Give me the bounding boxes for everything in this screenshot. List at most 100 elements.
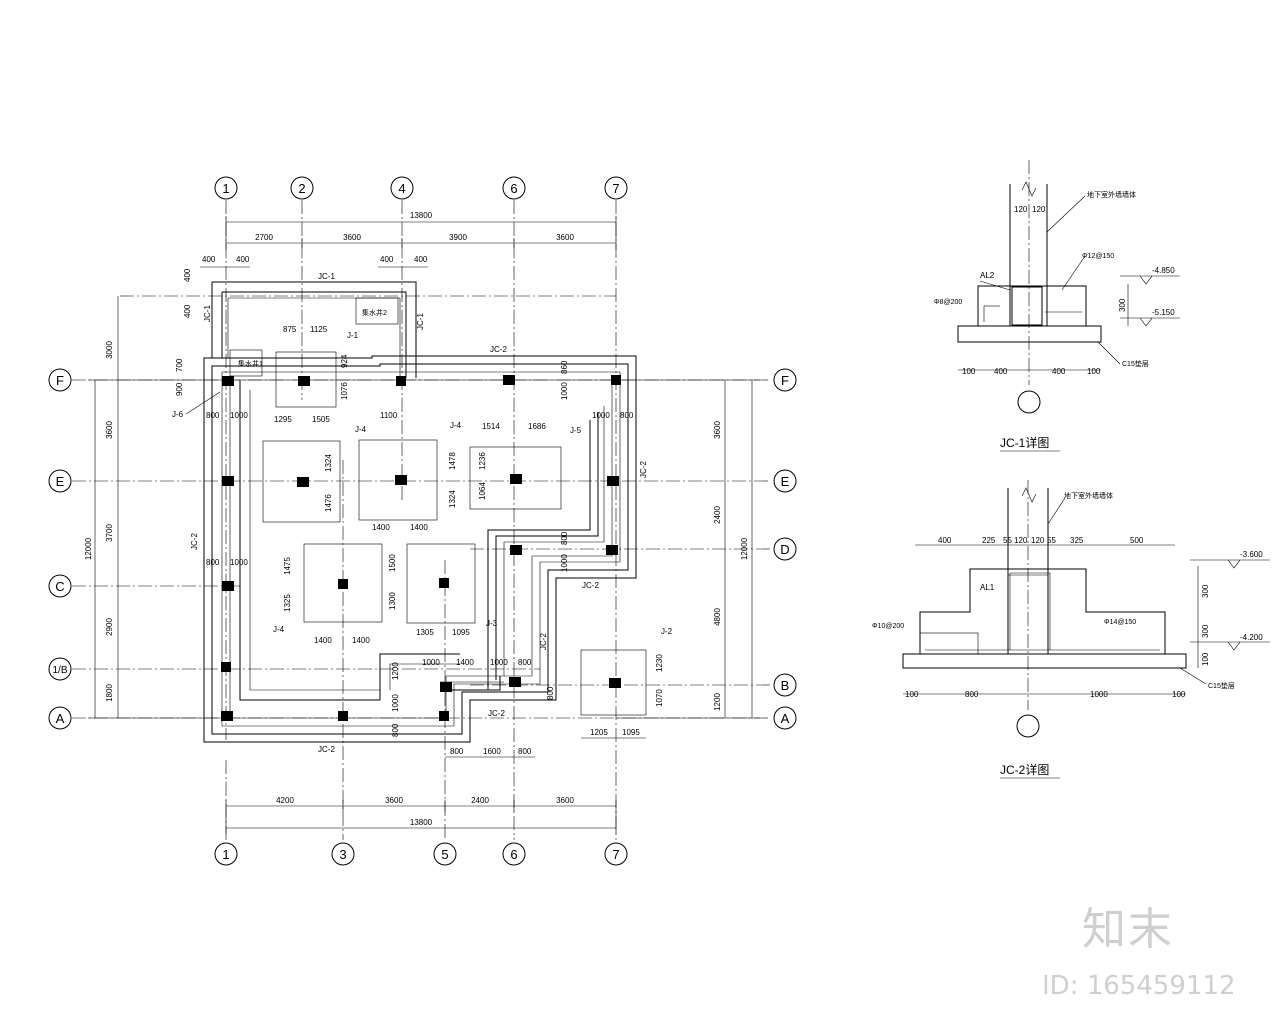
right-axis-bubbles: F E D B A: [773, 368, 797, 730]
dim-text: 1000: [1090, 690, 1108, 699]
dim-text: 120: [1014, 205, 1028, 214]
axis-label: 1: [222, 847, 229, 862]
dim-text: 1100: [380, 411, 398, 420]
elev-text: -3.600: [1240, 550, 1263, 559]
dim-text: 100: [1172, 690, 1186, 699]
dim-text: 400: [236, 255, 250, 264]
dim-text: 4800: [713, 608, 722, 626]
pad-note: C15垫层: [1208, 681, 1235, 690]
dim-text: 400: [183, 304, 192, 318]
beam-label: JC-2: [488, 709, 505, 718]
axis-label: A: [781, 711, 790, 726]
footing-label: J-4: [273, 625, 285, 634]
axis-label: F: [56, 373, 64, 388]
dim-text: 900: [175, 382, 184, 396]
rebar-note: Φ10@200: [872, 623, 904, 630]
dim-text: 1325: [283, 594, 292, 612]
watermark-logo: 知末: [1082, 904, 1174, 955]
dim-text: 400: [202, 255, 216, 264]
dim-text: 1000: [422, 658, 440, 667]
dim-text: 800: [450, 747, 464, 756]
dim-text: 1076: [340, 382, 349, 400]
dim-text: 500: [1130, 536, 1144, 545]
dim-text: 1064: [478, 482, 487, 500]
axis-label: C: [55, 579, 64, 594]
dim-text: 1400: [372, 523, 390, 532]
axis-label: 6: [510, 847, 517, 862]
dim-text: 12000: [84, 537, 93, 560]
dim-text: 1686: [528, 422, 546, 431]
axis-label: E: [781, 474, 790, 489]
beam-label: JC-2: [490, 345, 507, 354]
dim-text: 400: [938, 536, 952, 545]
dim-text: 1125: [310, 325, 328, 334]
beam-label: JC-2: [190, 533, 199, 550]
dim-text: 1324: [448, 490, 457, 508]
dim-text: 1476: [324, 494, 333, 512]
axis-label: A: [56, 711, 65, 726]
axis-label: 3: [339, 847, 346, 862]
dim-text: 700: [175, 358, 184, 372]
top-axis-bubbles: 1 2 4 6 7: [214, 176, 628, 200]
dim-text: 1400: [314, 636, 332, 645]
columns: [221, 375, 621, 721]
dim-text: 3600: [713, 421, 722, 439]
axis-label: E: [56, 474, 65, 489]
dim-text: 1400: [456, 658, 474, 667]
detail-caption: JC-1详图: [1000, 435, 1049, 450]
axis-label: F: [781, 373, 789, 388]
plan-labels: JC-1 JC-1 JC-1 JC-2 JC-2 JC-2 JC-2 JC-2 …: [172, 272, 673, 754]
dim-text: 1300: [388, 592, 397, 610]
dim-text: 13800: [410, 818, 433, 827]
beam-label: JC-1: [203, 305, 212, 322]
dim-text: 100: [1201, 652, 1210, 666]
elev-text: -4.850: [1152, 266, 1175, 275]
dim-text: 800: [206, 411, 220, 420]
dim-text: 3600: [343, 233, 361, 242]
dim-text: 300: [1118, 298, 1127, 312]
dim-text: 1000: [490, 658, 508, 667]
local-dimensions: 400 400 400 400 400 400 875 1125 924 107…: [175, 255, 664, 758]
dim-text: 100: [1087, 367, 1101, 376]
dim-text: 1205: [590, 728, 608, 737]
dim-text: 2700: [255, 233, 273, 242]
dim-text: 1324: [324, 454, 333, 472]
dim-text: 800: [620, 411, 634, 420]
dim-text: 1200: [391, 662, 400, 680]
dim-text: 800: [391, 723, 400, 737]
dim-text: 2400: [713, 506, 722, 524]
axis-label: B: [781, 678, 790, 693]
footing-label: J-1: [347, 331, 359, 340]
left-axis-bubbles: F E C 1/B A: [48, 368, 72, 730]
dim-text: 300: [1201, 584, 1210, 598]
axis-label: 7: [612, 847, 619, 862]
rebar-note: Φ14@150: [1104, 619, 1136, 626]
dim-text: 800: [518, 747, 532, 756]
dim-text: 800: [206, 558, 220, 567]
dim-text: 1095: [452, 628, 470, 637]
axis-label: 1/B: [52, 665, 67, 676]
axis-label: 5: [441, 847, 448, 862]
axis-label: 7: [612, 181, 619, 196]
top-dimension-chain: 13800 2700 3600 3900 3600: [225, 211, 617, 250]
dim-text: 400: [380, 255, 394, 264]
dim-text: 1000: [230, 558, 248, 567]
dim-text: 100: [905, 690, 919, 699]
dim-text: 1505: [312, 415, 330, 424]
axis-label: 1: [222, 181, 229, 196]
dim-text: 1500: [388, 554, 397, 572]
dim-text: 1000: [560, 382, 569, 400]
dim-text: 225: [982, 536, 996, 545]
dim-text: 1070: [655, 689, 664, 707]
right-dimension-chain: 3600 2400 4800 1200 12000: [616, 379, 760, 719]
footing-label: J-4: [355, 425, 367, 434]
wall-note: 地下室外墙墙体: [1064, 491, 1113, 500]
isolated-footings: [229, 297, 647, 716]
dim-text: 325: [1070, 536, 1084, 545]
dim-text: 1478: [448, 452, 457, 470]
dim-text: 1000: [592, 411, 610, 420]
footing-label: J-3: [486, 619, 498, 628]
footing-label: J-5: [570, 426, 582, 435]
dim-text: 3600: [105, 421, 114, 439]
dim-text: 1600: [483, 747, 501, 756]
